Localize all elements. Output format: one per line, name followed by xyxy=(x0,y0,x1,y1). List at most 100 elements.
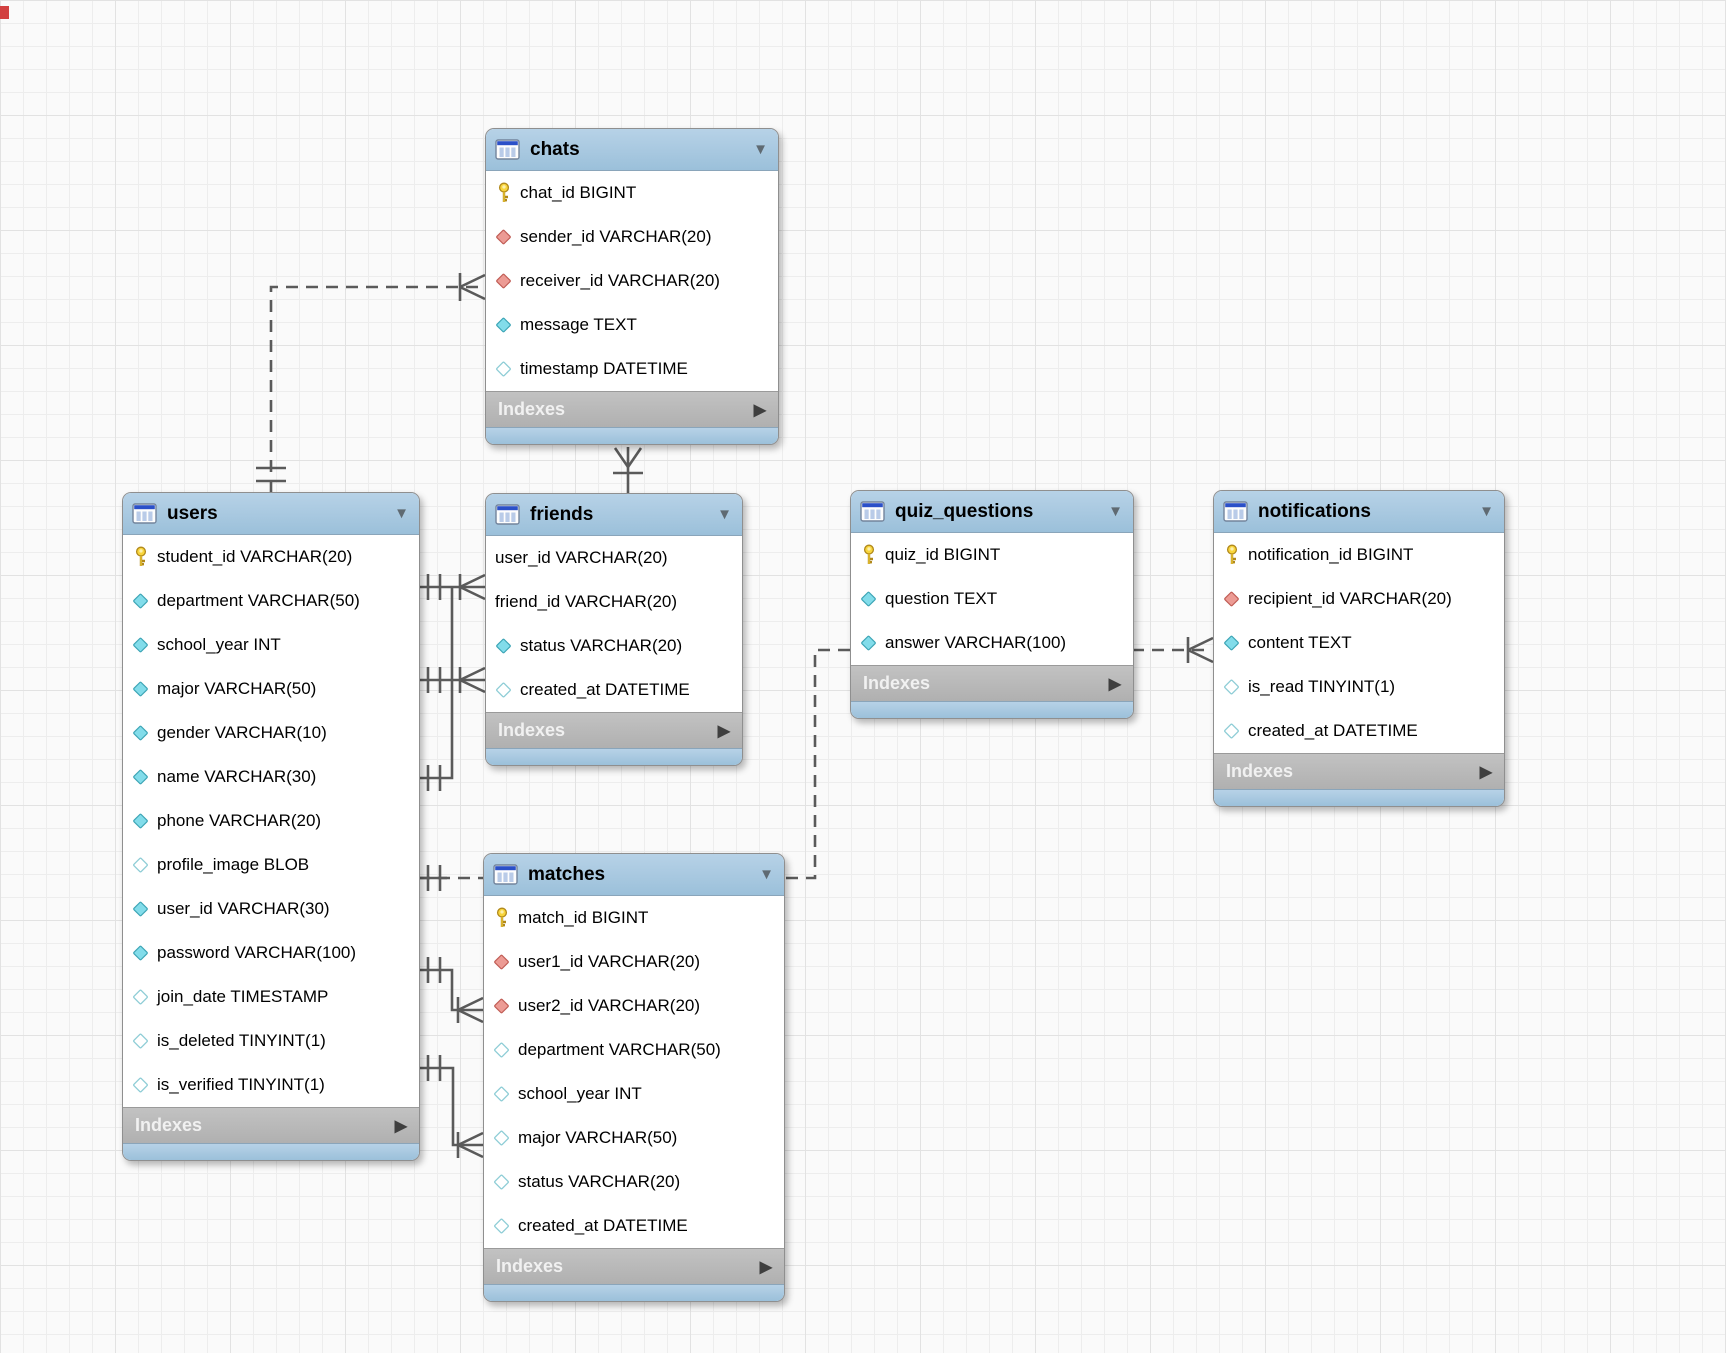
column-label: school_year INT xyxy=(518,1084,642,1103)
rel-users-chats[interactable] xyxy=(256,273,486,492)
column-row[interactable]: student_id VARCHAR(20) xyxy=(123,535,419,579)
collapse-arrow-icon[interactable]: ▼ xyxy=(1479,503,1494,520)
attribute-icon xyxy=(132,944,149,962)
table-title: notifications xyxy=(1258,500,1371,522)
table-title: friends xyxy=(530,503,594,525)
column-row[interactable]: user_id VARCHAR(20) xyxy=(486,536,742,580)
column-row[interactable]: major VARCHAR(50) xyxy=(123,667,419,711)
column-row[interactable]: content TEXT xyxy=(1214,621,1504,665)
expand-arrow-icon[interactable]: ▶ xyxy=(717,722,730,740)
column-label: password VARCHAR(100) xyxy=(157,943,357,962)
column-row[interactable]: sender_id VARCHAR(20) xyxy=(486,215,778,259)
column-row[interactable]: message TEXT xyxy=(486,303,778,347)
primary-key-icon xyxy=(495,182,512,204)
column-row[interactable]: gender VARCHAR(10) xyxy=(123,711,419,755)
rel-users-matches-1[interactable] xyxy=(418,865,483,891)
column-label: is_read TINYINT(1) xyxy=(1248,677,1396,696)
table-header[interactable]: matches ▼ xyxy=(484,854,784,896)
column-label: is_deleted TINYINT(1) xyxy=(157,1031,326,1050)
column-row[interactable]: status VARCHAR(20) xyxy=(484,1160,784,1204)
table-header[interactable]: users▼ xyxy=(123,493,419,535)
table-header[interactable]: notifications ▼ xyxy=(1214,491,1504,533)
column-row[interactable]: name VARCHAR(30) xyxy=(123,755,419,799)
column-row[interactable]: created_at DATETIME xyxy=(484,1204,784,1248)
column-label: user_id VARCHAR(30) xyxy=(157,899,330,918)
expand-arrow-icon[interactable]: ▶ xyxy=(759,1258,772,1276)
indexes-bar[interactable]: Indexes▶ xyxy=(851,665,1133,701)
column-row[interactable]: is_deleted TINYINT(1) xyxy=(123,1019,419,1063)
expand-arrow-icon[interactable]: ▶ xyxy=(394,1117,407,1135)
column-row[interactable]: department VARCHAR(50) xyxy=(484,1028,784,1072)
column-row[interactable]: password VARCHAR(100) xyxy=(123,931,419,975)
expand-arrow-icon[interactable]: ▶ xyxy=(753,401,766,419)
column-row[interactable]: major VARCHAR(50) xyxy=(484,1116,784,1160)
column-row[interactable]: timestamp DATETIME xyxy=(486,347,778,391)
column-row[interactable]: answer VARCHAR(100) xyxy=(851,621,1133,665)
indexes-bar[interactable]: Indexes▶ xyxy=(123,1107,419,1143)
collapse-arrow-icon[interactable]: ▼ xyxy=(394,505,409,522)
column-row[interactable]: friend_id VARCHAR(20) xyxy=(486,580,742,624)
column-row[interactable]: created_at DATETIME xyxy=(1214,709,1504,753)
rel-quiz-notifications[interactable] xyxy=(1132,636,1214,664)
column-label: is_verified TINYINT(1) xyxy=(157,1075,325,1094)
column-row[interactable]: school_year INT xyxy=(484,1072,784,1116)
column-row[interactable]: notification_id BIGINT xyxy=(1214,533,1504,577)
column-label: notification_id BIGINT xyxy=(1248,545,1414,564)
column-row[interactable]: quiz_id BIGINT xyxy=(851,533,1133,577)
expand-arrow-icon[interactable]: ▶ xyxy=(1108,675,1121,693)
column-row[interactable]: profile_image BLOB xyxy=(123,843,419,887)
attribute-icon xyxy=(132,592,149,610)
column-row[interactable]: chat_id BIGINT xyxy=(486,171,778,215)
rel-quiz-matches[interactable] xyxy=(783,648,850,880)
column-label: major VARCHAR(50) xyxy=(518,1128,678,1147)
collapse-arrow-icon[interactable]: ▼ xyxy=(717,506,732,523)
expand-arrow-icon[interactable]: ▶ xyxy=(1479,763,1492,781)
column-row[interactable]: user1_id VARCHAR(20) xyxy=(484,940,784,984)
rel-users-friends-3[interactable] xyxy=(418,587,454,791)
column-row[interactable]: question TEXT xyxy=(851,577,1133,621)
column-label: profile_image BLOB xyxy=(157,855,310,874)
table-title: matches xyxy=(528,863,606,885)
table-users[interactable]: users▼student_id VARCHAR(20)department V… xyxy=(122,492,420,1161)
indexes-bar[interactable]: Indexes ▶ xyxy=(1214,753,1504,789)
indexes-bar[interactable]: Indexes▶ xyxy=(484,1248,784,1284)
table-header[interactable]: friends ▼ xyxy=(486,494,742,536)
column-row[interactable]: school_year INT xyxy=(123,623,419,667)
table-header[interactable]: quiz_questions▼ xyxy=(851,491,1133,533)
column-row[interactable]: receiver_id VARCHAR(20) xyxy=(486,259,778,303)
collapse-arrow-icon[interactable]: ▼ xyxy=(753,141,768,158)
table-header[interactable]: chats▼ xyxy=(486,129,778,171)
column-label: user2_id VARCHAR(20) xyxy=(518,996,701,1015)
column-row[interactable]: match_id BIGINT xyxy=(484,896,784,940)
nullable-attribute-icon xyxy=(495,360,512,378)
column-row[interactable]: is_verified TINYINT(1) xyxy=(123,1063,419,1107)
table-notifications[interactable]: notifications ▼ notification_id BIGINT reci… xyxy=(1213,490,1505,807)
rel-users-matches-2[interactable] xyxy=(418,957,484,1024)
indexes-bar[interactable]: Indexes▶ xyxy=(486,391,778,427)
column-row[interactable]: join_date TIMESTAMP xyxy=(123,975,419,1019)
column-row[interactable]: status VARCHAR(20) xyxy=(486,624,742,668)
column-row[interactable]: is_read TINYINT(1) xyxy=(1214,665,1504,709)
collapse-arrow-icon[interactable]: ▼ xyxy=(1108,503,1123,520)
column-row[interactable]: department VARCHAR(50) xyxy=(123,579,419,623)
column-row[interactable]: user_id VARCHAR(30) xyxy=(123,887,419,931)
rel-friends-chats[interactable] xyxy=(613,447,643,493)
indexes-bar[interactable]: Indexes ▶ xyxy=(486,712,742,748)
table-footer xyxy=(851,701,1133,718)
rel-users-matches-3[interactable] xyxy=(418,1055,484,1159)
foreign-key-icon xyxy=(493,953,510,971)
collapse-arrow-icon[interactable]: ▼ xyxy=(759,866,774,883)
indexes-label: Indexes xyxy=(1226,761,1294,781)
column-row[interactable]: phone VARCHAR(20) xyxy=(123,799,419,843)
table-friends[interactable]: friends ▼ user_id VARCHAR(20)friend_id VAR… xyxy=(485,493,743,766)
attribute-icon xyxy=(132,636,149,654)
column-row[interactable]: created_at DATETIME xyxy=(486,668,742,712)
nullable-attribute-icon xyxy=(132,988,149,1006)
indexes-label: Indexes xyxy=(498,720,566,740)
column-row[interactable]: user2_id VARCHAR(20) xyxy=(484,984,784,1028)
column-row[interactable]: recipient_id VARCHAR(20) xyxy=(1214,577,1504,621)
